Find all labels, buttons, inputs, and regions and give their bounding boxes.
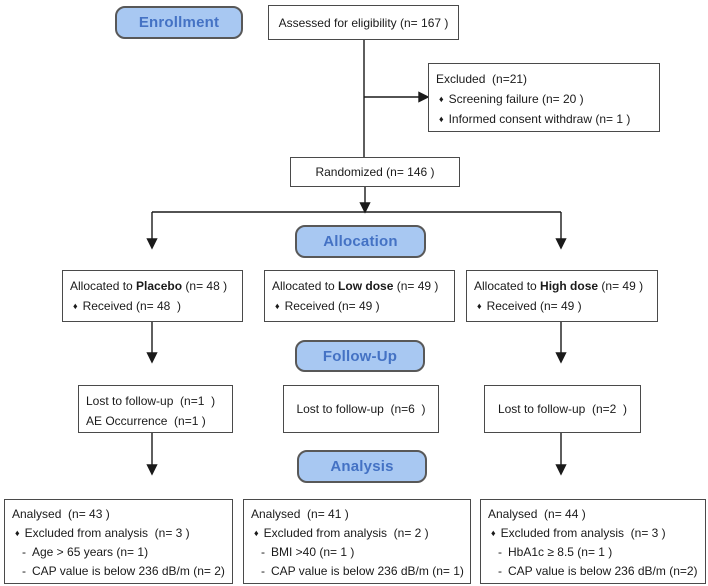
- randomized-text: Randomized (n= 146 ): [315, 165, 435, 179]
- randomized-box: Randomized (n= 146 ): [290, 157, 460, 187]
- analysis-reason-line: -CAP value is below 236 dB/m (n= 2): [12, 562, 226, 581]
- assessed-text: Assessed for eligibility (n= 167 ): [278, 15, 449, 30]
- analysis-reason-text: CAP value is below 236 dB/m (n=2): [508, 564, 698, 578]
- received-line: ♦ Received (n= 49 ): [474, 296, 651, 316]
- received-text: Received (n= 48 ): [82, 299, 181, 313]
- allocation-suffix: (n= 48 ): [182, 279, 228, 293]
- diamond-bullet-icon: ♦: [491, 528, 496, 538]
- followup-text: Lost to follow-up (n=1 ): [86, 394, 216, 408]
- diamond-bullet-icon: ♦: [477, 301, 482, 311]
- received-text: Received (n= 49 ): [486, 299, 582, 313]
- stage-badge-allocation-label: Allocation: [323, 233, 398, 250]
- analysis-excluded-text: Excluded from analysis (n= 3 ): [24, 526, 190, 540]
- diamond-bullet-icon: ♦: [15, 528, 20, 538]
- received-line: ♦ Received (n= 49 ): [272, 296, 448, 316]
- followup-line: Lost to follow-up (n=1 ): [86, 391, 226, 411]
- diamond-bullet-icon: ♦: [439, 94, 444, 104]
- followup-text: Lost to follow-up (n=6 ): [296, 402, 426, 416]
- allocation-suffix: (n= 49 ): [393, 279, 439, 293]
- analysed-line: Analysed (n= 43 ): [12, 505, 226, 524]
- analysis-reason-text: CAP value is below 236 dB/m (n= 2): [32, 564, 225, 578]
- analysis-reason-line: -HbA1c ≥ 8.5 (n= 1 ): [488, 543, 699, 562]
- analysis-excluded-text: Excluded from analysis (n= 3 ): [500, 526, 666, 540]
- received-text: Received (n= 49 ): [284, 299, 380, 313]
- excluded-title: Excluded (n=21): [436, 69, 653, 89]
- analysis-box-low-dose: Analysed (n= 41 ) ♦ Excluded from analysi…: [243, 499, 471, 584]
- allocation-box-high-dose: Allocated to High dose (n= 49 ) ♦ Receive…: [466, 270, 658, 322]
- analysis-reason-line: -CAP value is below 236 dB/m (n= 1): [251, 562, 464, 581]
- analysis-box-placebo: Analysed (n= 43 ) ♦ Excluded from analysi…: [4, 499, 233, 584]
- excluded-item: ♦ Screening failure (n= 20 ): [436, 89, 653, 109]
- excluded-item-text: Informed consent withdraw (n= 1 ): [448, 112, 631, 126]
- allocation-box-low-dose: Allocated to Low dose (n= 49 ) ♦ Received…: [264, 270, 455, 322]
- allocation-prefix: Allocated to: [70, 279, 137, 293]
- stage-badge-enrollment-label: Enrollment: [138, 14, 220, 31]
- excluded-item: ♦ Informed consent withdraw (n= 1 ): [436, 109, 653, 129]
- followup-line: AE Occurrence (n=1 ): [86, 411, 226, 431]
- allocation-arm: High dose: [540, 279, 599, 293]
- stage-badge-allocation: Allocation: [295, 225, 426, 258]
- allocation-suffix: (n= 49 ): [598, 279, 644, 293]
- assessed-box: Assessed for eligibility (n= 167 ): [268, 5, 459, 40]
- dash-bullet: -: [261, 545, 265, 559]
- allocation-prefix: Allocated to: [474, 279, 541, 293]
- allocation-line: Allocated to Low dose (n= 49 ): [272, 276, 448, 296]
- followup-box-high-dose: Lost to follow-up (n=2 ): [484, 385, 641, 433]
- excluded-item-text: Screening failure (n= 20 ): [448, 92, 584, 106]
- diamond-bullet-icon: ♦: [275, 301, 280, 311]
- allocation-prefix: Allocated to: [272, 279, 339, 293]
- analysed-text: Analysed (n= 44 ): [488, 507, 586, 521]
- stage-badge-followup-label: Follow-Up: [322, 347, 398, 365]
- diamond-bullet-icon: ♦: [439, 114, 444, 124]
- excluded-title-text: Excluded (n=21): [436, 72, 528, 86]
- analysis-reason-line: -CAP value is below 236 dB/m (n=2): [488, 562, 699, 581]
- followup-box-low-dose: Lost to follow-up (n=6 ): [283, 385, 439, 433]
- analysed-line: Analysed (n= 44 ): [488, 505, 699, 524]
- analysis-excluded-line: ♦ Excluded from analysis (n= 3 ): [12, 524, 226, 543]
- analysis-reason-text: HbA1c ≥ 8.5 (n= 1 ): [508, 545, 613, 559]
- dash-bullet: -: [22, 564, 26, 578]
- analysis-reason-text: CAP value is below 236 dB/m (n= 1): [271, 564, 464, 578]
- allocation-arm: Placebo: [136, 279, 183, 293]
- analysis-excluded-text: Excluded from analysis (n= 2 ): [263, 526, 429, 540]
- dash-bullet: -: [22, 545, 26, 559]
- dash-bullet: -: [498, 545, 502, 559]
- analysed-text: Analysed (n= 41 ): [251, 507, 349, 521]
- analysis-box-high-dose: Analysed (n= 44 ) ♦ Excluded from analysi…: [480, 499, 706, 584]
- followup-text: AE Occurrence (n=1 ): [86, 414, 206, 428]
- allocation-arm: Low dose: [338, 279, 394, 293]
- received-line: ♦ Received (n= 48 ): [70, 296, 236, 316]
- stage-badge-enrollment: Enrollment: [115, 6, 243, 39]
- stage-badge-followup: Follow-Up: [295, 340, 425, 372]
- analysis-excluded-line: ♦ Excluded from analysis (n= 3 ): [488, 524, 699, 543]
- analysis-reason-text: Age > 65 years (n= 1): [32, 545, 149, 559]
- analysis-excluded-line: ♦ Excluded from analysis (n= 2 ): [251, 524, 464, 543]
- analysis-reason-text: BMI >40 (n= 1 ): [271, 545, 355, 559]
- analysed-line: Analysed (n= 41 ): [251, 505, 464, 524]
- diamond-bullet-icon: ♦: [73, 301, 78, 311]
- analysis-reason-line: -Age > 65 years (n= 1): [12, 543, 226, 562]
- dash-bullet: -: [498, 564, 502, 578]
- dash-bullet: -: [261, 564, 265, 578]
- followup-box-placebo: Lost to follow-up (n=1 ) AE Occurrence (…: [78, 385, 233, 433]
- allocation-line: Allocated to Placebo (n= 48 ): [70, 276, 236, 296]
- stage-badge-analysis: Analysis: [297, 450, 427, 483]
- analysed-text: Analysed (n= 43 ): [12, 507, 110, 521]
- allocation-box-placebo: Allocated to Placebo (n= 48 ) ♦ Received …: [62, 270, 243, 322]
- excluded-box: Excluded (n=21) ♦ Screening failure (n= 2…: [428, 63, 660, 132]
- allocation-line: Allocated to High dose (n= 49 ): [474, 276, 651, 296]
- stage-badge-analysis-label: Analysis: [330, 458, 394, 475]
- analysis-reason-line: -BMI >40 (n= 1 ): [251, 543, 464, 562]
- diamond-bullet-icon: ♦: [254, 528, 259, 538]
- followup-text: Lost to follow-up (n=2 ): [497, 402, 628, 416]
